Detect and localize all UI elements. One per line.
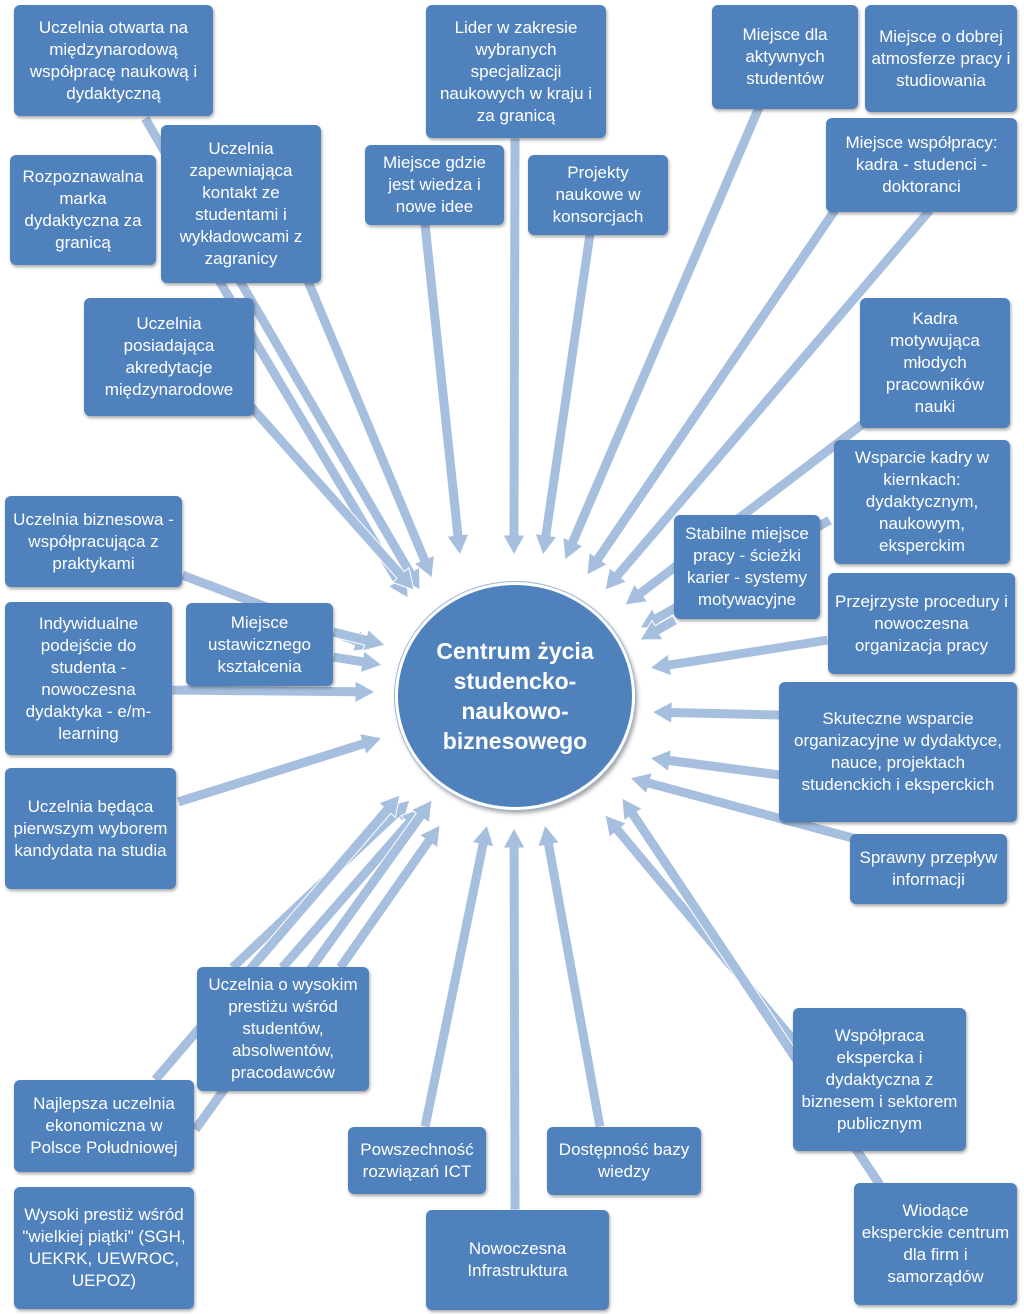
node-kontakt-zagranica: Uczelnia zapewniająca kontakt ze student… (161, 125, 321, 283)
node-miejsce-wspolpracy: Miejsce współpracy: kadra - studenci - d… (826, 118, 1017, 212)
arrow-5 (419, 222, 470, 557)
arrow-22 (175, 732, 383, 808)
arrow-20 (648, 748, 782, 781)
arrow-25 (335, 824, 441, 972)
arrow-7 (534, 232, 596, 557)
node-projekty-konsorcja: Projekty naukowe w konsorcjach (528, 155, 668, 235)
arrow-9 (604, 206, 935, 591)
node-wspolpraca-ekspercka: Współpraca ekspercka i dydaktyczna z biz… (793, 1008, 966, 1151)
arrow-13 (639, 615, 679, 641)
node-uczelnia-biznesowa: Uczelnia biznesowa - współpracująca z pr… (5, 496, 182, 587)
arrow-3 (294, 259, 435, 579)
node-wsparcie-kadry: Wsparcie kadry w kiernkach: dydaktycznym… (834, 440, 1010, 564)
arrow-6 (502, 137, 526, 557)
node-wysoki-prestiz: Uczelnia o wysokim prestiżu wśród studen… (197, 967, 369, 1091)
node-baza-wiedzy: Dostępność bazy wiedzy (547, 1127, 701, 1195)
node-najlepsza-uczelnia: Najlepsza uczelnia ekonomiczna w Polsce … (14, 1080, 194, 1172)
arrow-19 (650, 700, 781, 725)
node-indywidualne-podejscie: Indywidualne podejście do studenta - now… (5, 602, 172, 755)
node-pierwszy-wybor: Uczelnia będąca pierwszym wyborem kandyd… (5, 768, 176, 889)
center-circle: Centrum życia studencko-naukowo-biznesow… (395, 582, 635, 810)
arrow-18 (648, 634, 830, 677)
node-akredytacje: Uczelnia posiadająca akredytacje międzyn… (84, 298, 254, 416)
node-ict: Powszechność rozwiązań ICT (348, 1127, 486, 1194)
arrow-4 (240, 395, 415, 591)
arrow-28 (419, 823, 495, 1129)
node-miejsce-atmosfera: Miejsce o dobrej atmosferze pracy i stud… (865, 5, 1017, 112)
arrow-10 (586, 206, 840, 576)
arrow-30 (537, 823, 606, 1129)
arrow-16 (331, 649, 384, 674)
node-lider-specjalizacji: Lider w zakresie wybranych specjalizacji… (426, 5, 606, 138)
arrow-29 (502, 826, 526, 1211)
node-stabilne-miejsce: Stabilne miejsce pracy - ścieżki karier … (674, 515, 820, 619)
node-miejsce-aktywnych: Miejsce dla aktywnych studentów (712, 5, 858, 109)
node-przejrzyste-procedury: Przejrzyste procedury i nowoczesna organ… (828, 573, 1015, 674)
node-rozpoznawalna-marka: Rozpoznawalna marka dydaktyczna za grani… (10, 155, 156, 265)
arrow-15 (331, 626, 387, 652)
node-skuteczne-wsparcie: Skuteczne wsparcie organizacyjne w dydak… (779, 682, 1017, 822)
node-ustawiczne-ksztalcenie: Miejsce ustawicznego kształcenia (186, 603, 333, 686)
node-wielka-piatka: Wysoki prestiż wśród "wielkiej piątki" (… (14, 1187, 194, 1309)
node-sprawny-przeplyw: Sprawny przepływ informacji (850, 834, 1007, 904)
node-centrum-eksperckie: Wiodące eksperckie centrum dla firm i sa… (854, 1183, 1017, 1305)
arrow-8 (562, 102, 766, 561)
arrow-31 (604, 814, 815, 1064)
node-infrastruktura: Nowoczesna Infrastruktura (426, 1210, 609, 1310)
node-uczelnia-otwarta: Uczelnia otwarta na międzynarodową współ… (14, 5, 213, 116)
center-label: Centrum życia studencko-naukowo-biznesow… (436, 638, 594, 754)
node-kadra-motywujaca: Kadra motywująca młodych pracowników nau… (860, 298, 1010, 428)
node-wiedza-idee: Miejsce gdzie jest wiedza i nowe idee (365, 145, 504, 225)
arrow-21 (628, 771, 862, 846)
